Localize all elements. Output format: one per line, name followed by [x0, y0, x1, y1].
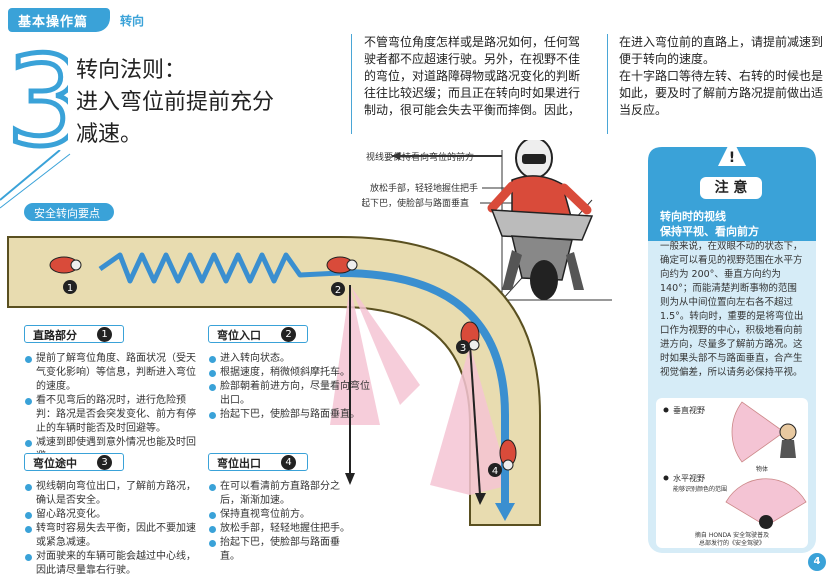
intro-line: 在十字路口等待左转、右转的时候也是: [619, 69, 824, 83]
list-item: 放松手部，轻轻地握住把手。: [208, 522, 358, 536]
point-2-number: 2: [281, 327, 296, 342]
intro-line: 的弯位，对道路障碍物或路况变化的判断: [364, 69, 581, 83]
note-figures: [656, 398, 808, 548]
point-2-title: 弯位入口: [217, 329, 261, 342]
note-title-text: 注 意: [714, 180, 748, 196]
marker-3: 3: [456, 340, 470, 354]
intro-line: 便于转向的速度。: [619, 52, 716, 66]
note-subtitle-2: 保持平视、看向前方: [660, 225, 759, 238]
point-3-number: 3: [97, 455, 112, 470]
intro-column-2: 在进入弯位前的直路上，请提前减速到 便于转向的速度。 在十字路口等待左转、右转的…: [619, 34, 829, 119]
topic-label: 转向: [120, 14, 145, 28]
point-4-number: 4: [281, 455, 296, 470]
intro-line: 如此，要及时了解前方路况提前做出适: [619, 86, 824, 100]
safe-turning-pill: 安全转向要点: [24, 203, 114, 221]
point-4-title: 弯位出口: [217, 457, 261, 470]
intro-line: 不管弯位角度怎样或是路况如何，任何驾: [364, 35, 581, 49]
section-pill: 基本操作篇: [8, 8, 110, 32]
list-item: 视线朝向弯位出口，了解前方路况，确认是否安全。: [24, 480, 200, 508]
list-item: 抬起下巴，使脸部与路面垂直。: [208, 536, 358, 564]
intro-line: 制动，很可能会失去平衡而摔倒。因此，: [364, 103, 581, 117]
point-1-list: 提前了解弯位角度、路面状况（受天气变化影响）等信息，判断进入弯位的速度。 看不见…: [24, 352, 200, 464]
rider-4: [499, 439, 517, 471]
marker-2: 2: [331, 282, 345, 296]
gaze-caption: 视线要保持看向弯位的前方: [366, 151, 474, 163]
point-1-title: 直路部分: [33, 329, 77, 342]
intro-line: 当反应。: [619, 103, 668, 117]
list-item: 留心路况变化。: [24, 508, 200, 522]
note-body: 一般来说，在双眼不动的状态下，确定可以看见的视野范围在水平方向约为 200°、垂…: [660, 241, 804, 378]
rider-2: [326, 256, 358, 274]
header-tab: 基本操作篇 转向: [8, 8, 156, 32]
intro-column-1: 不管弯位角度怎样或是路况如何，任何驾 驶者都不应超速行驶。另外，在视野不佳 的弯…: [364, 34, 594, 119]
decorative-lines: [0, 150, 71, 209]
marker-1: 1: [63, 280, 77, 294]
list-item: 看不见弯后的路况时，进行危险预判：路况是否会突发变化、前方有停止的车辆时能否及时…: [24, 394, 200, 436]
list-item: 进入转向状态。: [208, 352, 370, 366]
chapter-number: 3: [4, 36, 68, 156]
list-item: 对面驶来的车辆可能会越过中心线，因此请尽量靠右行驶。: [24, 550, 200, 578]
vision-figures: 垂直视野 水平视野 能够识别颜色的范围 物体 摘自 HONDA 安全驾驶普及 总…: [663, 401, 807, 547]
chin-caption: 抬起下巴，使脸部与路面垂直: [362, 197, 469, 209]
svg-text:4: 4: [492, 466, 498, 477]
point-4-label: 弯位出口 4: [208, 453, 308, 471]
road-illustration: 1 2 3 4: [7, 236, 541, 526]
note-title: 注 意: [700, 177, 762, 199]
point-4-list: 在可以看清前方直路部分之后，渐渐加速。 保持直视弯位前方。 放松手部，轻轻地握住…: [208, 480, 358, 564]
list-item: 在可以看清前方直路部分之后，渐渐加速。: [208, 480, 358, 508]
svg-text:1: 1: [67, 283, 73, 294]
source-line-2: 总部发行的《安全驾驶》: [699, 539, 765, 547]
source-line-1: 摘自 HONDA 安全驾驶普及: [695, 531, 769, 539]
marker-4: 4: [488, 463, 502, 477]
column-rule-2: [607, 34, 608, 134]
list-item: 根据速度，稍微倾斜摩托车。: [208, 366, 370, 380]
note-sub-band: [648, 205, 816, 241]
horizontal-vision-label: 水平视野: [673, 473, 705, 483]
intro-line: 驶者都不应超速行驶。另外，在视野不佳: [364, 52, 581, 66]
grip-caption: 放松手部，轻轻地握住把手: [370, 182, 478, 194]
list-item: 抬起下巴，使脸部与路面垂直。: [208, 408, 370, 422]
note-subtitle-1: 转向时的视线: [660, 210, 726, 223]
title-line-3: 减速。: [76, 122, 143, 147]
title-line-2: 进入弯位前提前充分: [76, 90, 275, 115]
point-2-list: 进入转向状态。 根据速度，稍微倾斜摩托车。 脸部朝着前进方向，尽量看向弯位出口。…: [208, 352, 370, 422]
horizontal-vision-sublabel: 能够识别颜色的范围: [673, 485, 727, 493]
warning-icon: !: [729, 150, 735, 166]
svg-text:3: 3: [460, 343, 466, 354]
point-3-label: 弯位途中 3: [24, 453, 124, 471]
intro-line: 往往比较迟缓；而且正在转向时如果进行: [364, 86, 581, 100]
page-number: 4: [808, 553, 826, 571]
list-item: 提前了解弯位角度、路面状况（受天气变化影响）等信息，判断进入弯位的速度。: [24, 352, 200, 394]
point-3-list: 视线朝向弯位出口，了解前方路况，确认是否安全。 留心路况变化。 转弯时容易失去平…: [24, 480, 200, 578]
list-item: 保持直视弯位前方。: [208, 508, 358, 522]
rider-1: [49, 256, 82, 274]
point-2-label: 弯位入口 2: [208, 325, 308, 343]
intro-line: 在进入弯位前的直路上，请提前减速到: [619, 35, 824, 49]
point-1-label: 直路部分 1: [24, 325, 124, 343]
object-label: 物体: [756, 465, 768, 473]
vertical-vision-label: 垂直视野: [673, 405, 705, 415]
rider-illustration: 视线要保持看向弯位的前方 放松手部，轻轻地握住把手 抬起下巴，使脸部与路面垂直: [362, 140, 612, 301]
list-item: 转弯时容易失去平衡，因此不要加速或紧急减速。: [24, 522, 200, 550]
section-label: 基本操作篇: [18, 15, 89, 30]
point-3-title: 弯位途中: [33, 457, 77, 470]
safe-turning-label: 安全转向要点: [34, 207, 100, 220]
chapter-number-glyph: 3: [6, 36, 68, 156]
title-line-1: 转向法则：: [76, 58, 187, 83]
point-1-number: 1: [97, 327, 112, 342]
svg-text:2: 2: [335, 285, 341, 296]
column-rule-1: [351, 34, 352, 134]
list-item: 脸部朝着前进方向，尽量看向弯位出口。: [208, 380, 370, 408]
